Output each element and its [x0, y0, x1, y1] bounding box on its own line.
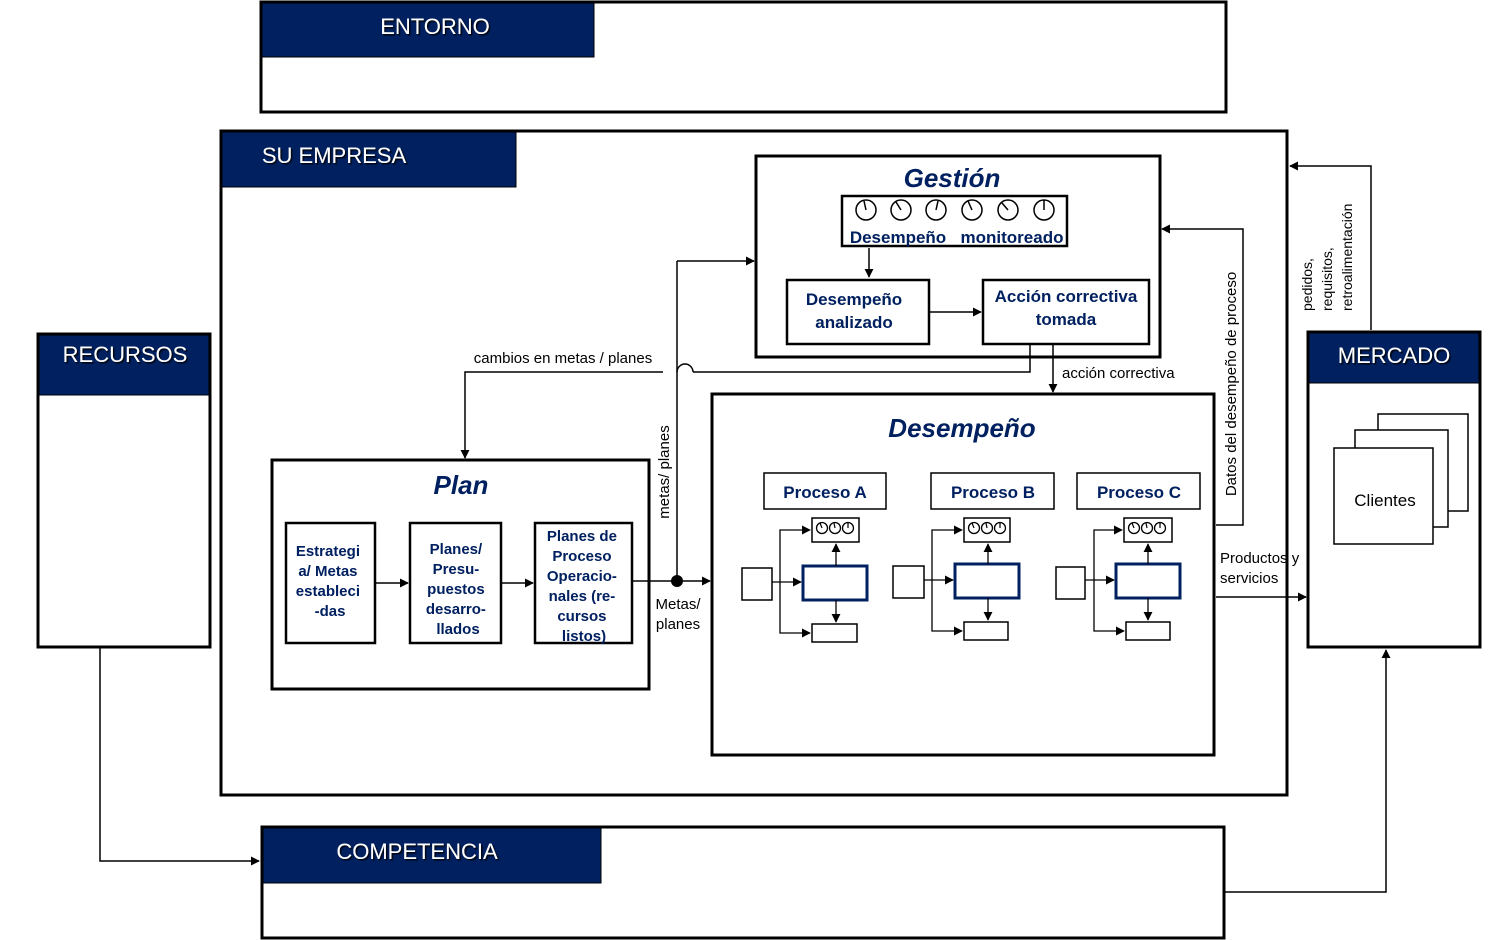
metas-planes-vertical-label: metas/ planes — [656, 425, 673, 518]
plan-estrategia-line: Estrategi — [296, 543, 360, 560]
productos-label-2: servicios — [1220, 570, 1278, 587]
cambios-to-plan-arrow — [460, 371, 663, 459]
desempeno-analizado-box: Desempeño analizado — [785, 278, 931, 346]
plan-presupuestos-text: Planes/ Presu- puestos desarro- llados — [426, 541, 490, 638]
competencia-to-mercado-arrow — [1225, 649, 1391, 893]
datos-desempeno-label: Datos del desempeño de proceso — [1223, 272, 1240, 496]
proceso-a: Proceso A — [741, 472, 887, 643]
recursos-to-competencia-arrow — [99, 648, 260, 866]
accion-correctiva-box: Acción correctiva tomada — [981, 278, 1151, 346]
plan-box: Plan Estrategi a/ Metas estableci -das P… — [270, 458, 651, 691]
plan-estrategia-line: -das — [315, 603, 346, 620]
accion-line-2: tomada — [1036, 310, 1097, 329]
entorno-section: ENTORNO — [259, 0, 1228, 114]
empresa-label: SU EMPRESA — [262, 143, 407, 168]
plan-estrategia-box: Estrategi a/ Metas estableci -das — [284, 521, 377, 645]
monitoring-gauges-panel: Desempeño monitoreado — [840, 194, 1069, 248]
clientes-stack: Clientes — [1333, 413, 1469, 545]
mercado-label: MERCADO — [1338, 343, 1450, 368]
empresa-section: SU EMPRESA — [219, 129, 1289, 797]
analizado-line-2: analizado — [815, 313, 892, 332]
junction-node — [671, 575, 683, 587]
pedidos-label-3: retroalimentación — [1339, 204, 1355, 311]
pedidos-label-1: pedidos, — [1299, 258, 1315, 311]
cambios-label: cambios en metas / planes — [474, 350, 652, 367]
desempeno-title: Desempeño — [888, 413, 1035, 443]
plan-presupuestos-line: Presu- — [433, 561, 480, 578]
recursos-label: RECURSOS — [63, 342, 188, 367]
gauge-icon — [855, 199, 877, 221]
competencia-section: COMPETENCIA — [260, 825, 1226, 940]
gestion-box: Gestión Desempeño monitoreado Desempeño … — [754, 154, 1162, 359]
gauge-icon — [997, 199, 1019, 221]
plan-presupuestos-line: puestos — [427, 581, 485, 598]
productos-label-1: Productos y — [1220, 550, 1300, 567]
plan-title: Plan — [434, 470, 489, 500]
plan-presupuestos-box: Planes/ Presu- puestos desarro- llados — [408, 521, 503, 645]
gestion-title: Gestión — [904, 163, 1001, 193]
plan-operacionales-line: cursos — [557, 608, 606, 625]
accion-correctiva-label: acción correctiva — [1062, 365, 1175, 382]
plan-presupuestos-line: desarro- — [426, 601, 486, 618]
desempeno-monitoreado-label-2: monitoreado — [961, 228, 1064, 247]
plan-operacionales-line: listos) — [562, 628, 606, 645]
desempeno-monitoreado-label-1: Desempeño — [850, 228, 946, 247]
entorno-label: ENTORNO — [380, 14, 490, 39]
cambios-connector — [693, 345, 1031, 373]
plan-presupuestos-line: llados — [436, 621, 479, 638]
proceso-c: Proceso C — [1055, 472, 1201, 641]
plan-operacionales-line: nales (re- — [549, 588, 616, 605]
pedidos-feedback-arrow — [1289, 161, 1372, 330]
proceso-a-label: Proceso A — [783, 483, 866, 502]
proceso-b-label: Proceso B — [951, 483, 1035, 502]
accion-line-1: Acción correctiva — [995, 287, 1138, 306]
metas-label-2: planes — [656, 616, 700, 633]
plan-operacionales-text: Planes de Proceso Operacio- nales (re- c… — [547, 528, 621, 645]
plan-operacionales-line: Planes de — [547, 528, 617, 545]
gauge-icon — [1033, 199, 1055, 221]
gauge-icon — [925, 199, 947, 221]
datos-feedback-arrow — [1161, 224, 1244, 526]
plan-estrategia-line: estableci — [296, 583, 360, 600]
plan-operacionales-line: Proceso — [552, 548, 611, 565]
plan-operacionales-line: Operacio- — [547, 568, 617, 585]
plan-estrategia-text: Estrategi a/ Metas estableci -das — [296, 543, 364, 620]
metas-label-1: Metas/ — [655, 596, 701, 613]
recursos-section: RECURSOS — [36, 332, 212, 649]
proceso-b: Proceso B — [892, 472, 1055, 641]
desempeno-box: Desempeño Proceso A Proceso B — [710, 392, 1216, 757]
clientes-label: Clientes — [1354, 491, 1415, 510]
plan-estrategia-line: a/ Metas — [298, 563, 357, 580]
connector-labels: cambios en metas / planes metas/ planes … — [474, 204, 1355, 633]
pedidos-label-2: requisitos, — [1319, 247, 1335, 311]
plan-operacionales-box: Planes de Proceso Operacio- nales (re- c… — [533, 521, 634, 645]
competencia-label: COMPETENCIA — [336, 839, 498, 864]
plan-presupuestos-line: Planes/ — [430, 541, 483, 558]
gauge-icon — [961, 199, 983, 221]
gauge-icon — [890, 199, 912, 221]
analizado-line-1: Desempeño — [806, 290, 902, 309]
proceso-c-label: Proceso C — [1097, 483, 1181, 502]
metas-planes-connector — [676, 363, 694, 581]
mercado-section: MERCADO Clientes — [1306, 330, 1482, 649]
